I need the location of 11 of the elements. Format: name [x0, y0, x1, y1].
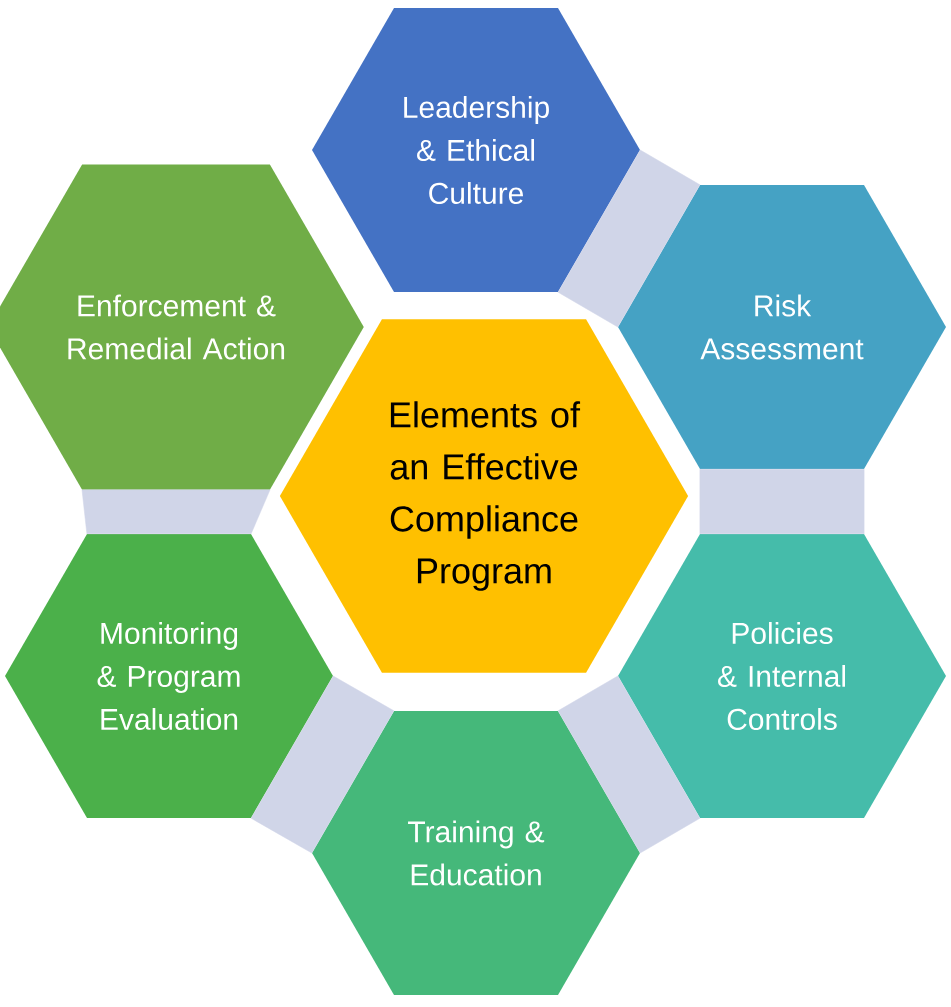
hexagon: Monitoring & Program Evaluation: [5, 534, 333, 819]
connector-band: [81, 489, 271, 535]
hexagon: Risk Assessment: [618, 185, 946, 470]
hexagon: Policies & Internal Controls: [618, 534, 946, 819]
hexagon: Leadership & Ethical Culture: [312, 8, 640, 293]
connector-band: [557, 675, 701, 854]
hexagon: Enforcement & Remedial Action: [0, 164, 364, 490]
connector-band: [557, 149, 701, 328]
connector-band: [699, 469, 865, 535]
connector-band: [250, 675, 395, 854]
hexagon: Training & Education: [312, 711, 640, 996]
